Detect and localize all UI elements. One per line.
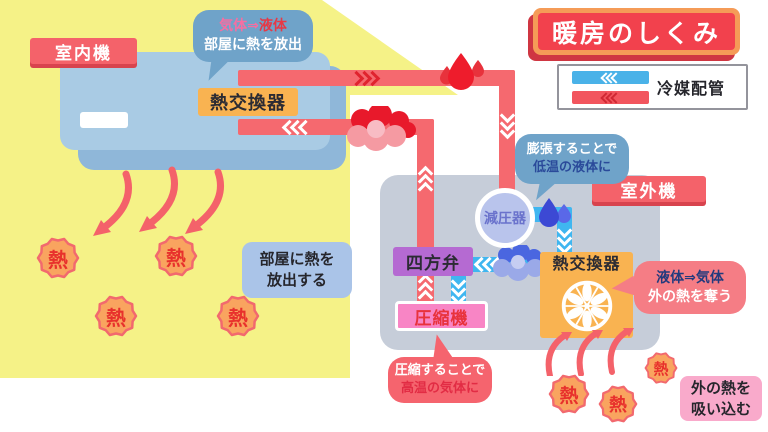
pipe-blue-compressor-suction bbox=[451, 274, 466, 304]
pipe-red-compressor-discharge bbox=[417, 274, 434, 304]
legend-blue-pipe bbox=[572, 71, 649, 84]
legend-label: 冷媒配管 bbox=[657, 79, 726, 98]
heat-blob-label: 熱 bbox=[48, 247, 68, 272]
expansion-bubble-line1: 膨張することで bbox=[526, 142, 618, 157]
flow-chevrons-up-icon bbox=[417, 273, 433, 305]
bubble-tail bbox=[430, 333, 453, 359]
phase-to: 液体 bbox=[258, 18, 287, 34]
flow-chevrons-up-icon bbox=[417, 164, 433, 198]
outdoor-unit-title-text: 室外機 bbox=[620, 181, 678, 202]
outdoor-note-line2: 吸い込む bbox=[690, 399, 751, 418]
outdoor-note-line1: 外の熱を bbox=[690, 378, 751, 397]
page-title-frame: 暖房のしくみ bbox=[533, 8, 740, 55]
condense-bubble-line1: 気体⇒液体 bbox=[193, 17, 313, 36]
outdoor-note: 外の熱を 吸い込む bbox=[680, 376, 762, 421]
heat-blob-label: 熱 bbox=[228, 305, 248, 330]
heat-blob-label: 熱 bbox=[653, 359, 669, 378]
cold-gas-cloud-icon bbox=[493, 245, 544, 281]
evaporation-bubble-line1: 液体⇒気体 bbox=[634, 269, 746, 288]
indoor-note: 部屋に熱を 放出する bbox=[242, 242, 352, 298]
evaporation-bubble-line2: 外の熱を奪う bbox=[648, 288, 732, 305]
expansion-bubble: 膨張することで 低温の液体に bbox=[515, 134, 629, 184]
compressor-label: 圧縮機 bbox=[414, 308, 469, 329]
indoor-unit-title-text: 室内機 bbox=[55, 43, 112, 64]
heat-blob-label: 熱 bbox=[106, 305, 126, 330]
outdoor-heat-exchanger-label: 熱交換器 bbox=[552, 254, 621, 273]
indoor-unit-title: 室内機 bbox=[30, 38, 137, 64]
heat-blob: 熱 bbox=[548, 373, 590, 415]
phase-from: 気体 bbox=[219, 18, 248, 34]
indoor-note-line1: 部屋に熱を bbox=[259, 250, 335, 268]
expansion-bubble-line2: 低温の液体に bbox=[532, 160, 611, 175]
phase-to: 気体 bbox=[695, 269, 724, 286]
heat-blob: 熱 bbox=[598, 384, 638, 424]
compression-bubble: 圧縮することで 高温の気体に bbox=[388, 357, 492, 403]
heat-out-arrows-icon bbox=[93, 166, 224, 236]
evaporation-bubble: 液体⇒気体 外の熱を奪う bbox=[634, 261, 746, 314]
compressor: 圧縮機 bbox=[395, 301, 488, 331]
legend: 冷媒配管 bbox=[557, 64, 748, 110]
flow-chevrons-left-icon bbox=[599, 71, 622, 84]
heat-blob-label: 熱 bbox=[166, 245, 186, 270]
bubble-tail bbox=[208, 58, 229, 84]
heat-blob: 熱 bbox=[216, 294, 260, 338]
indoor-note-line2: 放出する bbox=[266, 271, 327, 289]
flow-chevrons-down-icon bbox=[450, 273, 467, 305]
heat-in-arrows-icon bbox=[545, 328, 634, 376]
hot-liquid-drop-icon bbox=[440, 53, 484, 90]
heat-blob: 熱 bbox=[36, 236, 80, 280]
compression-bubble-line1: 圧縮することで bbox=[394, 363, 486, 378]
hot-gas-cloud-icon bbox=[347, 106, 416, 151]
heat-blob: 熱 bbox=[94, 294, 138, 338]
heat-blob-label: 熱 bbox=[559, 384, 579, 407]
compression-bubble-line2: 高温の気体に bbox=[400, 381, 479, 396]
pipe-red-right-vertical bbox=[499, 70, 515, 196]
condense-bubble: 気体⇒液体 部屋に熱を放出 bbox=[193, 10, 313, 62]
flow-chevrons-left-icon bbox=[599, 91, 622, 104]
indoor-heat-exchanger: 熱交換器 bbox=[198, 88, 298, 116]
page-title: 暖房のしくみ bbox=[538, 13, 735, 50]
phase-arrow-icon: ⇒ bbox=[247, 18, 259, 34]
heat-blob: 熱 bbox=[154, 234, 198, 278]
heat-blob-label: 熱 bbox=[609, 395, 627, 416]
condense-bubble-line2: 部屋に熱を放出 bbox=[204, 37, 302, 53]
four-way-valve-label: 四方弁 bbox=[406, 254, 460, 274]
heat-blob: 熱 bbox=[644, 351, 678, 385]
four-way-valve: 四方弁 bbox=[393, 247, 473, 276]
indoor-heat-exchanger-label: 熱交換器 bbox=[210, 93, 286, 114]
phase-from: 液体 bbox=[656, 269, 685, 286]
legend-red-pipe bbox=[572, 91, 649, 104]
outdoor-heat-exchanger: 熱交換器 bbox=[540, 252, 633, 338]
fan-icon bbox=[561, 280, 612, 332]
flow-chevrons-left-icon bbox=[281, 119, 313, 135]
flow-chevrons-down-icon bbox=[499, 106, 515, 140]
cold-liquid-drop-icon bbox=[539, 198, 571, 227]
phase-arrow-icon: ⇒ bbox=[684, 269, 696, 286]
flow-chevrons-right-icon bbox=[348, 70, 380, 86]
decompressor: 減圧器 bbox=[475, 188, 535, 248]
indoor-unit-vent bbox=[80, 112, 128, 128]
decompressor-label: 減圧器 bbox=[484, 211, 526, 227]
pipe-red-mid-vertical bbox=[417, 119, 434, 249]
